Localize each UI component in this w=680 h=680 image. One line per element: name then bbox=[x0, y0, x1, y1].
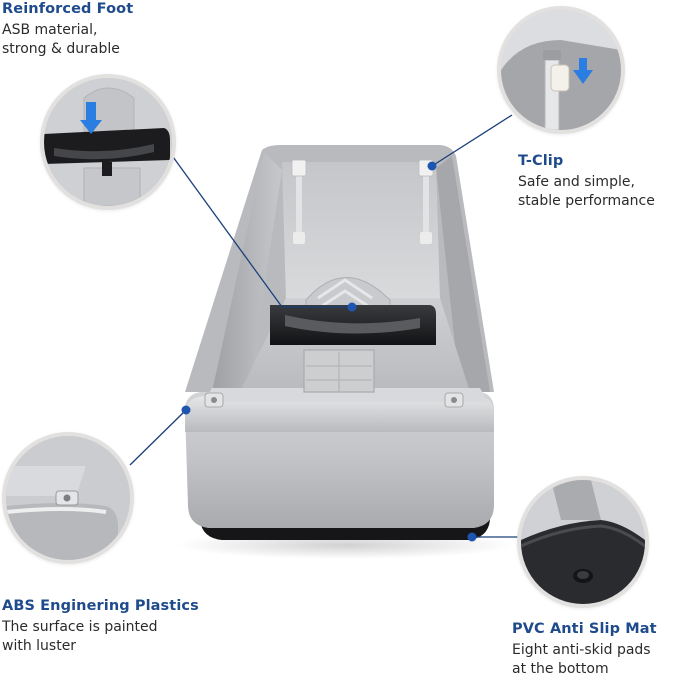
detail-circle-pvc-mat bbox=[517, 476, 649, 608]
pedal-detail-image bbox=[44, 78, 172, 206]
feature-abs-plastics: ABS Enginering Plastics The surface is p… bbox=[2, 597, 232, 656]
detail-circle-abs-plastics bbox=[2, 432, 134, 564]
down-arrow-icon bbox=[80, 102, 102, 134]
feature-pvc-mat: PVC Anti Slip Mat Eight anti-skid pads a… bbox=[512, 620, 680, 679]
t-clip-detail-image bbox=[501, 10, 621, 130]
feature-reinforced-foot: Reinforced Foot ASB material, strong & d… bbox=[2, 0, 202, 59]
feature-description: Safe and simple, stable performance bbox=[518, 174, 655, 209]
feature-t-clip: T-Clip Safe and simple, stable performan… bbox=[518, 152, 680, 211]
feature-title: Reinforced Foot bbox=[2, 1, 134, 17]
down-arrow-icon bbox=[573, 58, 593, 84]
feature-description: ASB material, strong & durable bbox=[2, 22, 120, 57]
corner-detail-image bbox=[6, 436, 130, 560]
feature-description: The surface is painted with luster bbox=[2, 619, 158, 654]
mat-detail-image bbox=[521, 480, 645, 604]
detail-circle-reinforced-foot bbox=[40, 74, 176, 210]
detail-circle-t-clip bbox=[497, 6, 625, 134]
feature-title: T-Clip bbox=[518, 153, 564, 169]
feature-description: Eight anti-skid pads at the bottom bbox=[512, 642, 651, 677]
feature-title: ABS Enginering Plastics bbox=[2, 598, 199, 614]
feature-title: PVC Anti Slip Mat bbox=[512, 621, 657, 637]
